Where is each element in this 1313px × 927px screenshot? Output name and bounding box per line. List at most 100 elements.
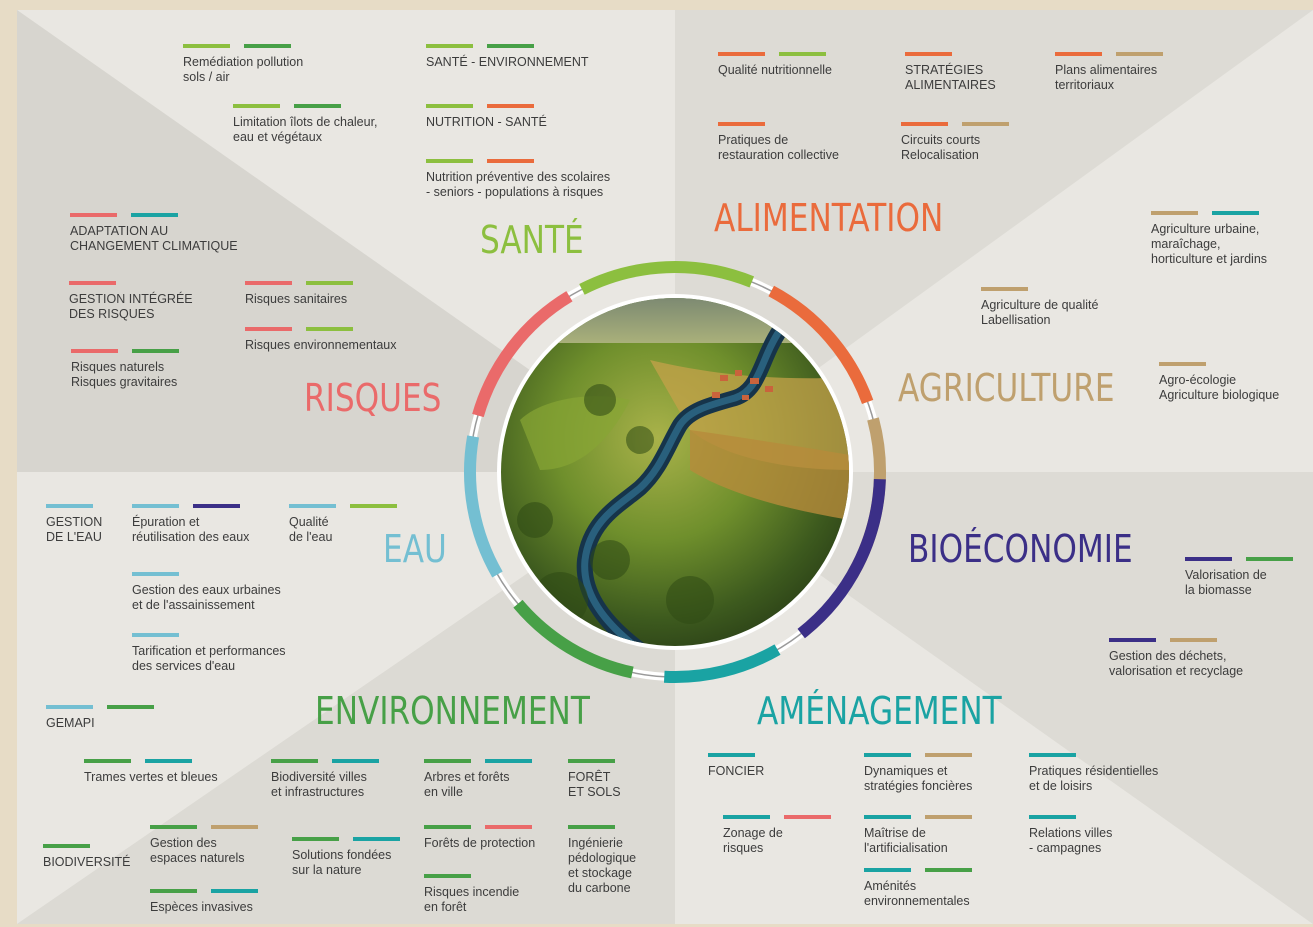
item-color-bars [69, 281, 193, 285]
color-bar-eau [46, 705, 93, 709]
item-label: Aménités environnementales [864, 879, 970, 908]
item-color-bars [723, 815, 831, 819]
item-label: Pratiques de restauration collective [718, 133, 839, 162]
diagram-item: SANTÉ - ENVIRONNEMENT [426, 44, 589, 70]
diagram-item: Qualité de l'eau [289, 504, 397, 545]
theme-title-environnement: ENVIRONNEMENT [315, 689, 590, 733]
color-bar-amenagement [1029, 815, 1076, 819]
diagram-item: NUTRITION - SANTÉ [426, 104, 547, 130]
color-bar-eau [132, 633, 179, 637]
item-color-bars [426, 44, 589, 48]
item-color-bars [233, 104, 378, 108]
item-color-bars [289, 504, 397, 508]
item-color-bars [1029, 753, 1158, 757]
item-color-bars [1185, 557, 1293, 561]
color-bar-bioeconomie [193, 504, 240, 508]
item-label: STRATÉGIES ALIMENTAIRES [905, 63, 996, 92]
color-bar-alimentation [487, 159, 534, 163]
color-bar-environnement [292, 837, 339, 841]
diagram-item: Limitation îlots de chaleur, eau et végé… [233, 104, 378, 145]
diagram-item: Épuration et réutilisation des eaux [132, 504, 249, 545]
item-label: Pratiques résidentielles et de loisirs [1029, 764, 1159, 793]
theme-title-risques: RISQUES [304, 376, 442, 420]
item-color-bars [568, 759, 621, 763]
color-bar-alimentation [718, 52, 765, 56]
item-color-bars [43, 844, 131, 848]
diagram-item: Risques naturels Risques gravitaires [71, 349, 179, 390]
ring-arc-eau [464, 435, 503, 578]
color-bar-sante [306, 281, 353, 285]
item-label: Maîtrise de l'artificialisation [864, 826, 948, 855]
color-bar-agriculture [925, 753, 972, 757]
item-color-bars [292, 837, 400, 841]
diagram-item: Relations villes - campagnes [1029, 815, 1112, 856]
diagram-item: Gestion des eaux urbaines et de l'assain… [132, 572, 281, 613]
color-bar-eau [46, 504, 93, 508]
color-bar-environnement [294, 104, 341, 108]
item-label: Agro-écologie Agriculture biologique [1159, 373, 1280, 402]
item-label: Agriculture de qualité Labellisation [981, 298, 1099, 327]
color-bar-agriculture [1151, 211, 1198, 215]
item-color-bars [424, 874, 519, 878]
diagram-item: Biodiversité villes et infrastructures [271, 759, 379, 800]
item-color-bars [718, 122, 839, 126]
item-color-bars [426, 159, 610, 163]
item-color-bars [132, 572, 281, 576]
color-bar-amenagement [1212, 211, 1259, 215]
item-color-bars [1029, 815, 1112, 819]
diagram-item: Gestion des espaces naturels [150, 825, 258, 866]
theme-title-agriculture: AGRICULTURE [898, 366, 1115, 410]
item-color-bars [568, 825, 636, 829]
color-bar-amenagement [332, 759, 379, 763]
diagram-item: Espèces invasives [150, 889, 258, 915]
item-label: Trames vertes et bleues [84, 770, 218, 784]
item-color-bars [424, 825, 535, 829]
color-bar-bioeconomie [1109, 638, 1156, 642]
color-bar-environnement [487, 44, 534, 48]
diagram-item: Valorisation de la biomasse [1185, 557, 1293, 598]
color-bar-risques [784, 815, 831, 819]
color-bar-environnement [424, 759, 471, 763]
item-label: Relations villes - campagnes [1029, 826, 1113, 855]
ring-arc-alimentation [768, 285, 874, 404]
color-bar-amenagement [864, 753, 911, 757]
color-bar-agriculture [1159, 362, 1206, 366]
item-color-bars [70, 213, 238, 217]
color-bar-amenagement [1029, 753, 1076, 757]
item-color-bars [424, 759, 532, 763]
diagram-item: GESTION DE L'EAU [46, 504, 102, 545]
ring-arc-bioeconomie [797, 478, 886, 639]
color-bar-environnement [424, 825, 471, 829]
color-bar-alimentation [905, 52, 952, 56]
item-label: Agriculture urbaine, maraîchage, horticu… [1151, 222, 1268, 266]
color-bar-amenagement [864, 868, 911, 872]
item-label: ADAPTATION AU CHANGEMENT CLIMATIQUE [70, 224, 238, 253]
item-color-bars [1159, 362, 1279, 366]
item-color-bars [864, 753, 972, 757]
color-bar-amenagement [864, 815, 911, 819]
diagram-item: Qualité nutritionnelle [718, 52, 832, 78]
diagram-item: GESTION INTÉGRÉE DES RISQUES [69, 281, 193, 322]
color-bar-agriculture [962, 122, 1009, 126]
color-bar-environnement [43, 844, 90, 848]
color-bar-risques [245, 281, 292, 285]
item-color-bars [271, 759, 379, 763]
color-bar-sante [183, 44, 230, 48]
color-bar-environnement [150, 889, 197, 893]
color-bar-sante [350, 504, 397, 508]
diagram-item: Pratiques de restauration collective [718, 122, 839, 163]
item-color-bars [905, 52, 996, 56]
item-label: Forêts de protection [424, 836, 536, 850]
diagram-item: Trames vertes et bleues [84, 759, 218, 785]
color-bar-risques [69, 281, 116, 285]
item-label: Arbres et forêts en ville [424, 770, 510, 799]
diagram-item: Tarification et performances des service… [132, 633, 286, 674]
theme-title-alimentation: ALIMENTATION [714, 196, 944, 240]
color-bar-eau [132, 572, 179, 576]
item-color-bars [1151, 211, 1267, 215]
item-color-bars [46, 705, 154, 709]
item-label: Épuration et réutilisation des eaux [132, 515, 250, 544]
item-label: NUTRITION - SANTÉ [426, 115, 547, 129]
color-bar-environnement [271, 759, 318, 763]
